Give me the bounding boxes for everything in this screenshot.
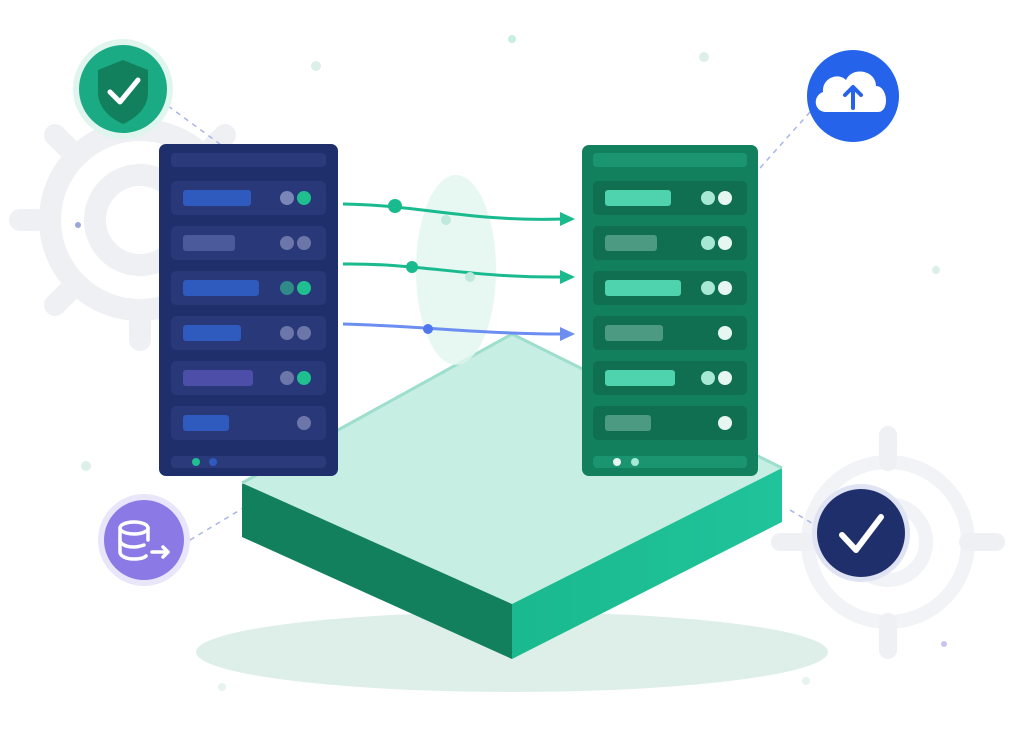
- shield-badge: [73, 39, 173, 139]
- source-server-row-led: [297, 326, 311, 340]
- target-server-row: [593, 316, 747, 350]
- source-server-row-led: [297, 416, 311, 430]
- check-badge: [812, 484, 910, 582]
- target-server-row: [593, 181, 747, 215]
- source-server-row-bar: [183, 415, 229, 431]
- source-server-row-bar: [183, 370, 253, 386]
- target-server-row: [593, 406, 747, 440]
- target-server-row-led: [718, 371, 732, 385]
- target-server-row: [593, 361, 747, 395]
- source-server-row-led: [297, 281, 311, 295]
- target-server-row-led: [701, 281, 715, 295]
- target-server: [582, 145, 758, 476]
- target-server-row-led: [701, 191, 715, 205]
- target-server-row-bar: [605, 415, 651, 431]
- target-server-row-led: [718, 191, 732, 205]
- decorative-dots: [75, 35, 947, 691]
- target-server-row: [593, 226, 747, 260]
- target-server-row-led: [718, 416, 732, 430]
- target-server-row-led: [718, 326, 732, 340]
- source-server-row-led: [297, 191, 311, 205]
- source-server-row-led: [280, 281, 294, 295]
- source-server-row-led: [280, 326, 294, 340]
- target-server-row-bar: [605, 370, 675, 386]
- target-server-row-bar: [605, 190, 671, 206]
- source-server-row-bar: [183, 280, 259, 296]
- target-server-row-bar: [605, 235, 657, 251]
- source-server-row-led: [280, 236, 294, 250]
- target-server-row-led: [701, 236, 715, 250]
- source-server-row-bar: [183, 325, 241, 341]
- source-server-row: [171, 361, 326, 395]
- source-server-row: [171, 316, 326, 350]
- shield-check-icon: [98, 60, 148, 124]
- target-server-row-led: [718, 236, 732, 250]
- transfer-arrows: [342, 199, 575, 341]
- source-server-row-led: [297, 371, 311, 385]
- source-server-row: [171, 181, 326, 215]
- database-transfer-badge: [98, 494, 190, 586]
- target-server-row-bar: [605, 325, 663, 341]
- source-server-row: [171, 226, 326, 260]
- source-server-row-bar: [183, 235, 235, 251]
- target-server-rows: [593, 181, 747, 440]
- source-server-row: [171, 271, 326, 305]
- source-server-rows: [171, 181, 326, 440]
- source-server: [159, 144, 338, 476]
- cloud-upload-badge: [807, 50, 899, 142]
- target-server-row: [593, 271, 747, 305]
- source-server-row-led: [280, 191, 294, 205]
- target-server-row-bar: [605, 280, 681, 296]
- gear-right-spokes: [771, 426, 1005, 659]
- source-server-row-bar: [183, 190, 251, 206]
- database-transfer-icon: [118, 520, 170, 561]
- source-server-row-led: [280, 371, 294, 385]
- target-server-row-led: [718, 281, 732, 295]
- checkmark-icon: [839, 514, 884, 553]
- dashed-connectors: [159, 99, 821, 541]
- cloud-upload-icon: [815, 71, 887, 112]
- source-server-row: [171, 406, 326, 440]
- target-server-row-led: [701, 371, 715, 385]
- source-server-row-led: [297, 236, 311, 250]
